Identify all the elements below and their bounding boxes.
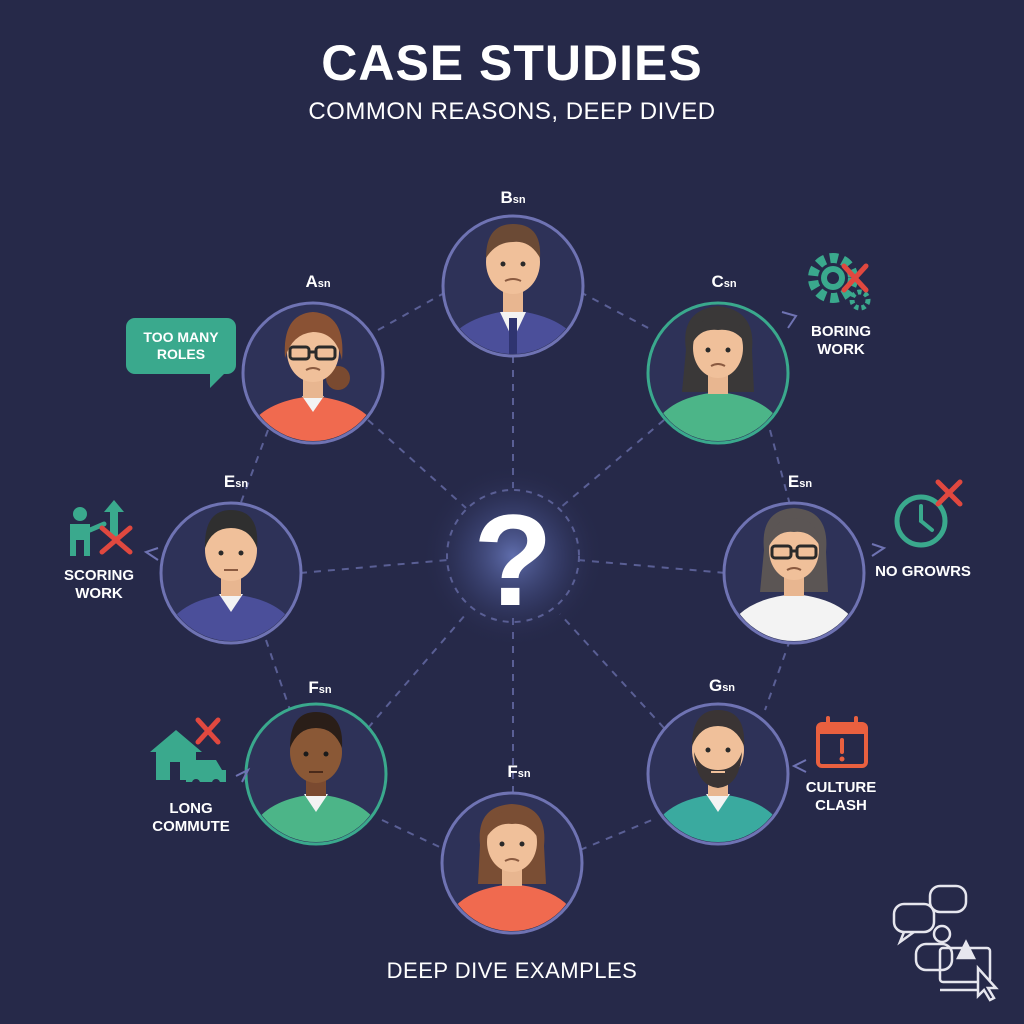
pointer-arrow-c: [781, 311, 798, 329]
pointer-arrow-e-left: [143, 547, 159, 561]
person-label-f-left: Fsn: [308, 678, 332, 697]
person-label-g: Gsn: [708, 676, 736, 695]
person-a-avatar: [241, 301, 385, 445]
reason-no-growth: NO GROWRS: [875, 563, 971, 580]
reason-culture-clash: CULTURE CLASH: [805, 779, 877, 814]
person-g-avatar: [646, 702, 790, 846]
bubble-line: TOO MANY: [143, 329, 219, 345]
page-title: CASE STUDIES: [321, 35, 703, 91]
promotion-x-icon: [70, 500, 133, 556]
person-label-f-bottom: Fsn: [507, 762, 531, 781]
footer-caption: DEEP DIVE EXAMPLES: [386, 958, 638, 983]
person-e-right-avatar: [722, 501, 866, 645]
person-f-left-avatar: [244, 702, 388, 846]
person-c-avatar: [646, 301, 790, 445]
person-label-a: Asn: [305, 272, 331, 291]
reason-boring-work: BORING WORK: [811, 323, 871, 358]
person-label-c: Csn: [711, 272, 737, 291]
chat-cursor-icon: [892, 884, 999, 1002]
person-f-bottom-avatar: [440, 791, 584, 935]
person-label-e-left: Esn: [223, 472, 249, 491]
calendar-alert-icon: [816, 716, 868, 768]
too-many-roles-bubble: TOO MANY ROLES: [126, 318, 236, 388]
center-question-node: ?: [421, 464, 605, 648]
question-mark: ?: [473, 487, 552, 633]
reason-long-commute: LONG COMMUTE: [152, 800, 230, 835]
person-label-e-right: Esn: [787, 472, 813, 491]
person-e-left-avatar: [159, 501, 303, 645]
person-b-avatar: [441, 214, 585, 358]
pointer-arrow-e-right: [871, 543, 887, 557]
person-label-b: Bsn: [500, 188, 526, 207]
pointer-arrow-f-left: [235, 767, 251, 783]
gear-x-icon: [808, 253, 871, 311]
reason-scoring-work: SCORING WORK: [63, 567, 134, 602]
page-subtitle: COMMON REASONS, DEEP DIVED: [308, 98, 716, 125]
clock-x-icon: [894, 479, 963, 548]
pointer-arrow-g: [791, 759, 807, 773]
bubble-line: ROLES: [156, 346, 206, 362]
house-car-x-icon: [150, 717, 226, 787]
